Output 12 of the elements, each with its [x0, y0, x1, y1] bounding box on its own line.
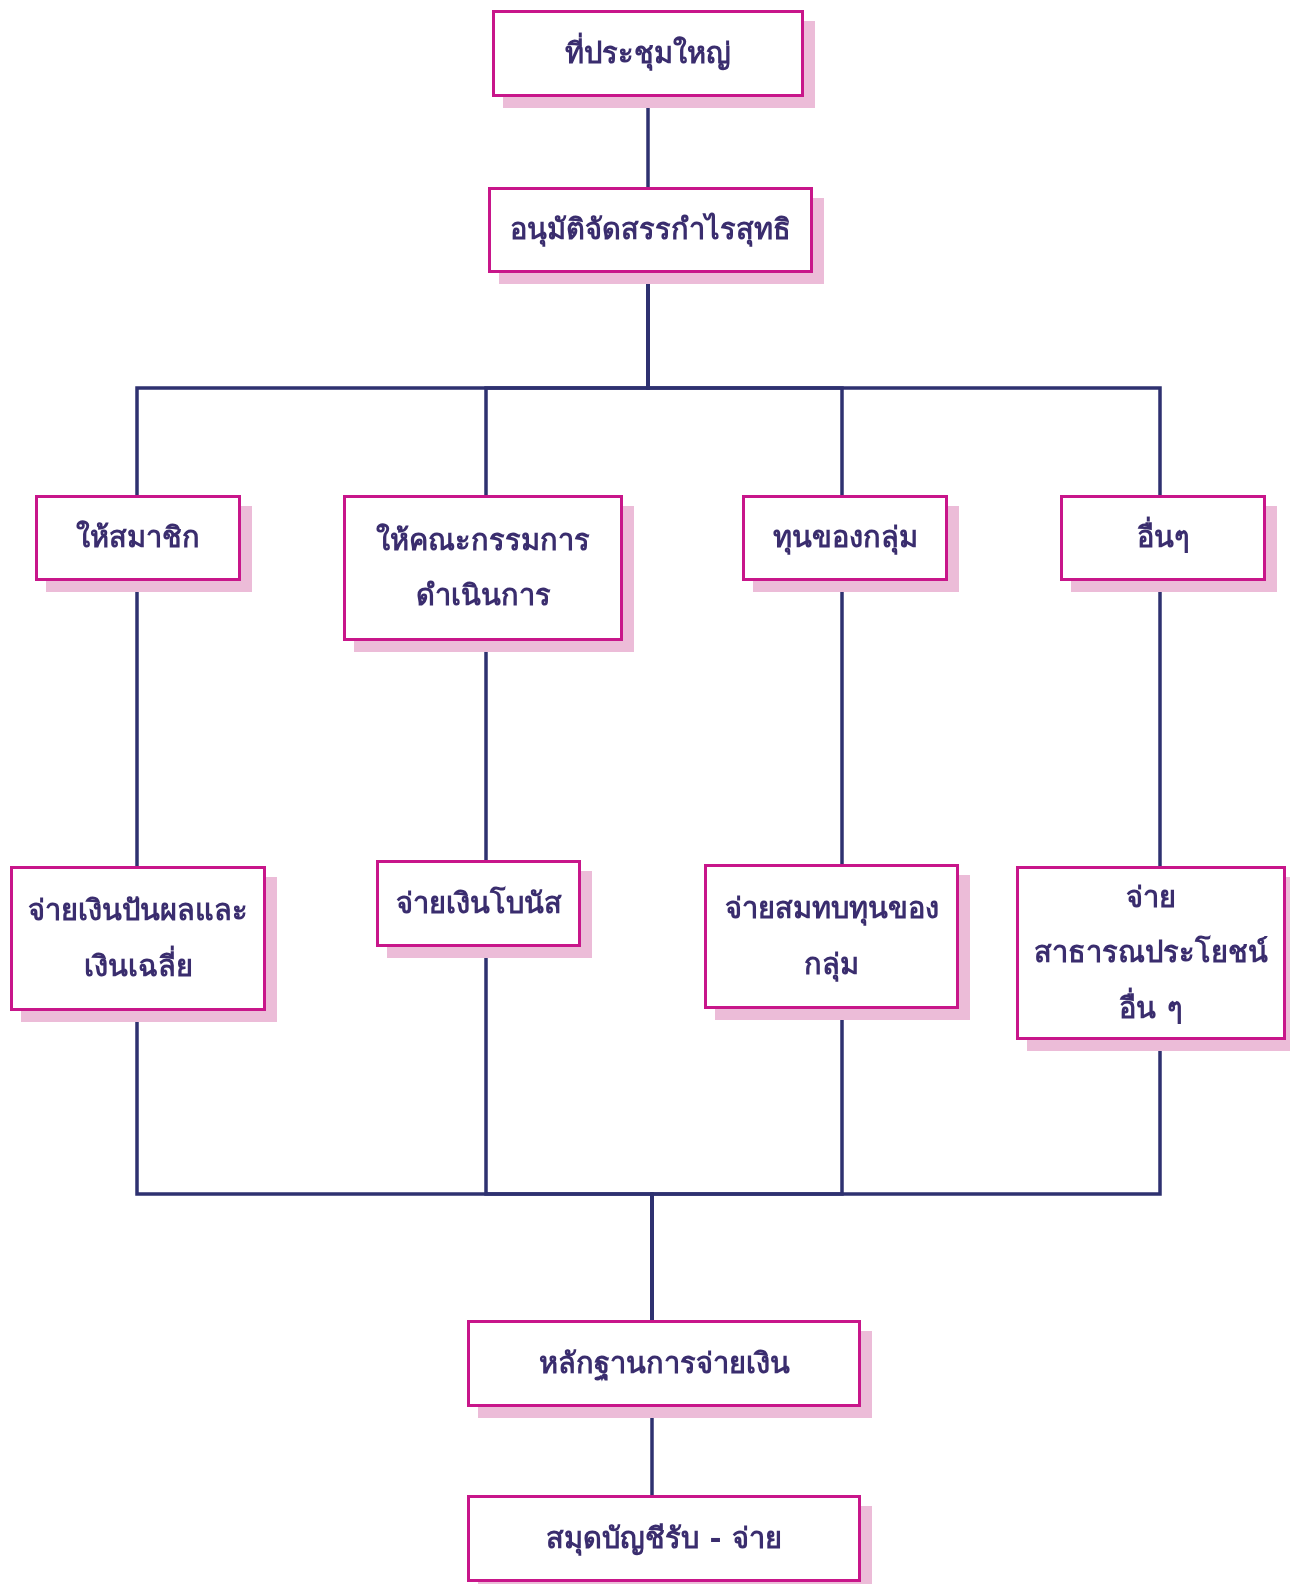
- box-label: จ่ายสาธารณประโยชน์อื่น ๆ: [1033, 879, 1269, 1027]
- box-label: จ่ายสมทบทุนของกลุ่ม: [723, 890, 940, 984]
- box-label: หลักฐานการจ่ายเงิน: [538, 1344, 790, 1383]
- box-label: ให้คณะกรรมการดำเนินการ: [375, 521, 591, 614]
- box-label: อื่นๆ: [1136, 510, 1190, 566]
- box-label: อนุมัติจัดสรรกำไรสุทธิ: [510, 211, 791, 249]
- box-label: ทุนของกลุ่ม: [772, 519, 918, 557]
- box-label: สมุดบัญชีรับ - จ่าย: [546, 1519, 782, 1558]
- box-label: ให้สมาชิก: [76, 519, 200, 557]
- box-label: จ่ายเงินโบนัส: [395, 884, 562, 922]
- box-label: ที่ประชุมใหญ่: [565, 25, 731, 82]
- box-label: จ่ายเงินปันผลและเงินเฉลี่ย: [27, 892, 249, 985]
